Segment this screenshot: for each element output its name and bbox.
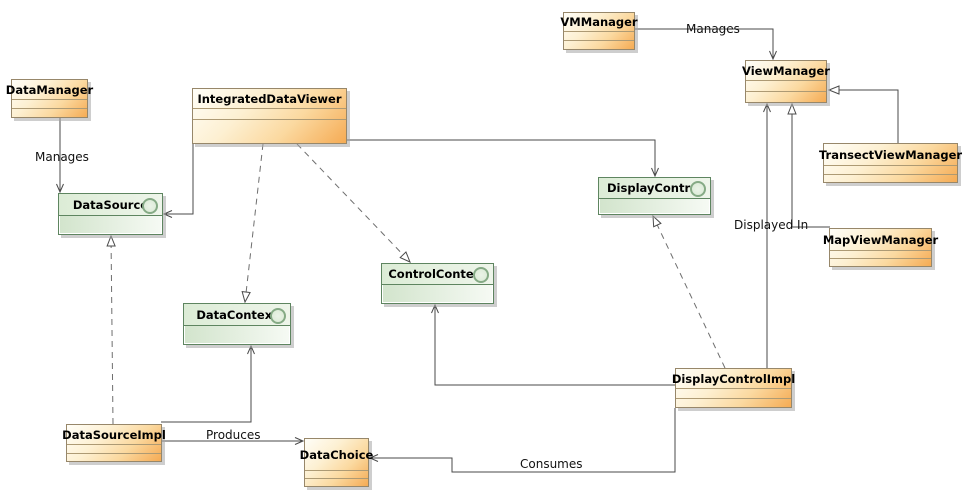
edge-datasourceimpl-datacontext xyxy=(161,344,255,423)
edge-label-displayed-in: Displayed In xyxy=(734,218,809,232)
interface-icon xyxy=(142,197,158,214)
class-node-datasourceimpl[interactable]: DataSourceImpl xyxy=(62,424,166,462)
interface-icon xyxy=(690,181,706,197)
attributes-compartment xyxy=(830,251,931,259)
operations-compartment xyxy=(193,120,346,143)
class-node-vmmanager[interactable]: VMManager xyxy=(560,12,638,50)
edge-label-manages-viewmanager: Manages xyxy=(686,22,740,36)
edge-integrateddataviewer-datacontext xyxy=(241,143,264,304)
operations-compartment xyxy=(676,399,791,408)
class-node-viewmanager[interactable]: ViewManager xyxy=(742,60,830,103)
class-title: ViewManager xyxy=(742,61,830,81)
operations-compartment xyxy=(746,92,826,102)
interface-node-controlcontext[interactable]: ControlContext xyxy=(381,263,494,304)
class-title: DataSourceImpl xyxy=(62,425,166,445)
class-title: DataChoice xyxy=(300,439,373,471)
interface-title: DataSource xyxy=(72,197,149,212)
interface-node-datasource[interactable]: DataSource xyxy=(58,193,163,235)
interface-icon xyxy=(270,307,286,324)
operations-compartment xyxy=(59,216,162,234)
class-title: VMManager xyxy=(560,13,638,32)
interface-title: DataContext xyxy=(196,307,278,322)
attributes-compartment xyxy=(193,109,346,120)
edge-displaycontrolimpl-controlcontext xyxy=(431,303,675,386)
edge-integrateddataviewer-displaycontrol xyxy=(347,139,659,178)
class-title: DisplayControlImpl xyxy=(672,369,795,389)
edge-label-manages-datasource: Manages xyxy=(35,150,89,164)
operations-compartment xyxy=(382,285,493,303)
interface-icon xyxy=(473,267,489,283)
class-node-transectviewmanager[interactable]: TransectViewManager xyxy=(819,143,962,183)
operations-compartment xyxy=(67,454,161,462)
operations-compartment xyxy=(824,175,957,183)
interface-title: DisplayControl xyxy=(607,181,702,195)
edge-label-produces: Produces xyxy=(206,428,261,442)
class-title: DataManager xyxy=(6,80,93,100)
operations-compartment xyxy=(564,41,634,49)
attributes-compartment xyxy=(12,100,87,109)
operations-compartment xyxy=(12,109,87,117)
edge-transectviewmanager-viewmanager xyxy=(827,85,899,143)
class-title: TransectViewManager xyxy=(819,144,962,166)
interface-node-datacontext[interactable]: DataContext xyxy=(183,303,291,345)
edge-label-consumes: Consumes xyxy=(520,457,583,471)
operations-compartment xyxy=(830,259,931,266)
attributes-compartment xyxy=(305,471,368,479)
edge-datasourceimpl-datasource xyxy=(106,234,116,425)
class-node-displaycontrolimpl[interactable]: DisplayControlImpl xyxy=(672,368,795,408)
operations-compartment xyxy=(184,326,290,344)
attributes-compartment xyxy=(746,81,826,92)
class-title: MapViewManager xyxy=(823,229,938,251)
attributes-compartment xyxy=(67,445,161,454)
attributes-compartment xyxy=(564,32,634,41)
interface-title: ControlContext xyxy=(388,267,487,281)
class-node-datachoice[interactable]: DataChoice xyxy=(300,438,373,487)
class-title: IntegratedDataViewer xyxy=(193,89,346,109)
edge-displaycontrolimpl-displaycontrol xyxy=(652,214,726,369)
attributes-compartment xyxy=(824,166,957,175)
class-node-integrateddataviewer[interactable]: IntegratedDataViewer xyxy=(192,88,347,144)
operations-compartment xyxy=(599,199,710,214)
class-node-datamanager[interactable]: DataManager xyxy=(6,79,93,118)
edge-integrateddataviewer-datasource xyxy=(162,144,194,218)
attributes-compartment xyxy=(676,389,791,399)
edge-integrateddataviewer-controlcontext xyxy=(296,143,411,263)
operations-compartment xyxy=(305,479,368,486)
class-node-mapviewmanager[interactable]: MapViewManager xyxy=(823,228,938,267)
interface-node-displaycontrol[interactable]: DisplayControl xyxy=(598,177,711,215)
